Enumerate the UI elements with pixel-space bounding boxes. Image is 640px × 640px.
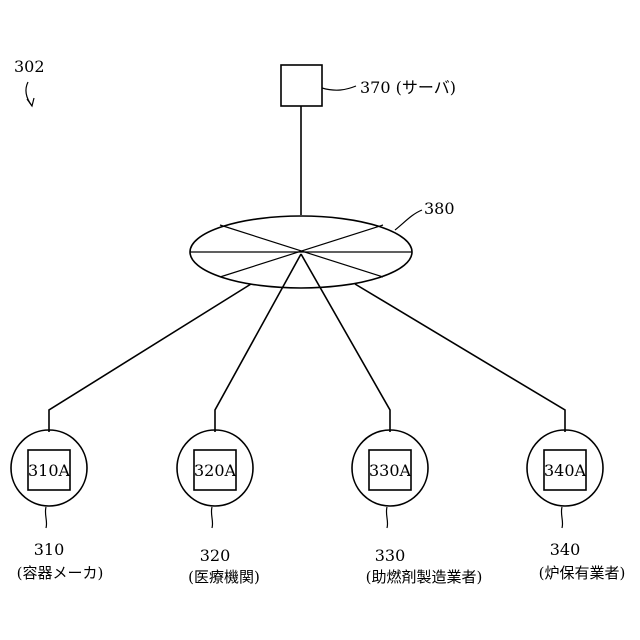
node-caption: (医療機関) <box>188 568 260 586</box>
node-340: 340A 340 (炉保有業者) <box>527 430 625 582</box>
node-device-label: 310A <box>28 461 71 480</box>
node-caption: (助燃剤製造業者) <box>366 568 483 586</box>
figure-ref-label: 302 <box>14 57 45 76</box>
node-leader <box>386 507 387 528</box>
link-node-320 <box>215 254 301 432</box>
server-box <box>281 65 322 106</box>
node-310: 310A 310 (容器メーカ) <box>11 430 103 582</box>
server-label: 370 (サーバ) <box>360 78 456 97</box>
link-node-330 <box>301 254 390 432</box>
server-leader <box>322 86 356 90</box>
node-330: 330A 330 (助燃剤製造業者) <box>352 430 482 586</box>
node-number: 320 <box>200 546 231 565</box>
node-caption: (容器メーカ) <box>17 564 104 582</box>
link-node-340 <box>355 284 565 432</box>
node-device-label: 330A <box>369 461 412 480</box>
node-leader <box>45 507 46 528</box>
node-number: 310 <box>34 540 65 559</box>
node-320: 320A 320 (医療機関) <box>177 430 260 586</box>
node-leader <box>561 507 562 528</box>
node-number: 340 <box>550 540 581 559</box>
node-caption: (炉保有業者) <box>539 564 626 582</box>
network-label: 380 <box>424 199 455 218</box>
node-device-label: 320A <box>194 461 237 480</box>
node-leader <box>211 507 212 528</box>
node-device-label: 340A <box>544 461 587 480</box>
network-leader <box>395 210 422 230</box>
node-number: 330 <box>375 546 406 565</box>
link-node-310 <box>49 284 251 432</box>
